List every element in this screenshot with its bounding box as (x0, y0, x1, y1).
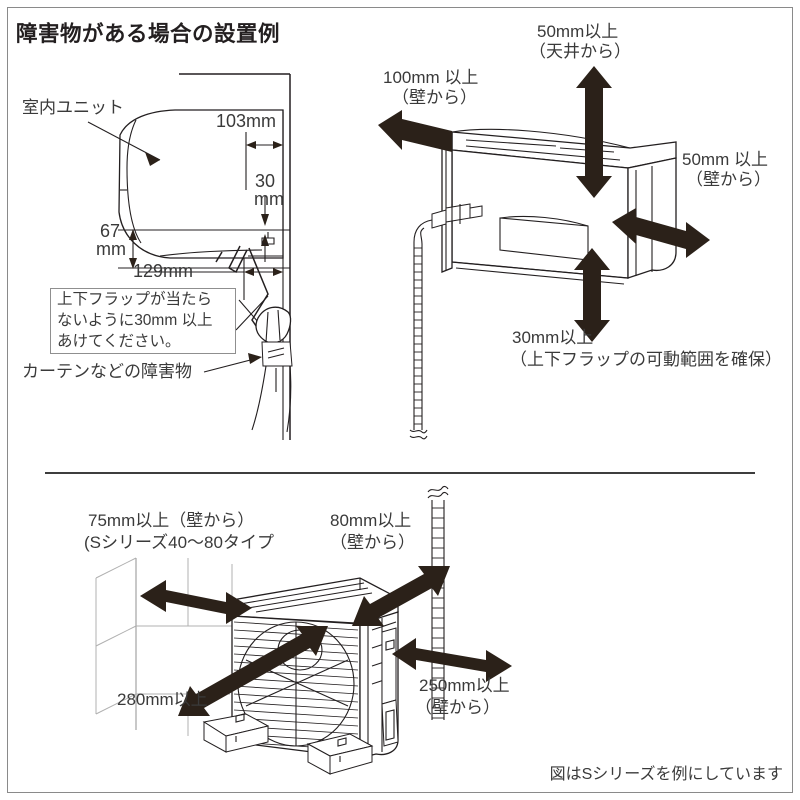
outdoor-right-line1: 80mm以上 (330, 511, 412, 530)
callout-line-1: 上下フラップが当たら (57, 291, 213, 308)
clearance-right-line1: 50mm 以上 (682, 150, 768, 169)
clearance-bottom-line1: 30mm以上 (512, 328, 594, 347)
tl-callout-leader (235, 295, 269, 331)
tl-wall-fittings (248, 232, 283, 257)
label-curtain-obstacle: カーテンなどの障害物 (22, 362, 192, 381)
tr-arrow-left (378, 110, 452, 152)
callout-line-3: あけてください。 (57, 333, 181, 350)
tr-arrow-ceiling (576, 66, 612, 198)
dim-label-30-line2: mm (254, 189, 284, 209)
tl-leader-curtain (203, 353, 262, 373)
outdoor-left-line2: (Sシリーズ40〜80タイプ (84, 533, 274, 552)
dim-label-67-line1: 67 (100, 221, 121, 241)
tr-drain-pipe (409, 190, 483, 440)
dim-129 (138, 258, 283, 300)
callout-line-2: ないように30mm 以上 (57, 312, 213, 329)
tr-arrow-bottom (574, 248, 610, 342)
label-indoor-unit: 室内ユニット (22, 98, 124, 117)
outdoor-rear-line2: （壁から） (415, 698, 500, 717)
dim-label-103: 103mm (216, 111, 277, 131)
section-divider (45, 472, 755, 475)
bd-outdoor-unit (202, 577, 399, 775)
dim-67 (118, 229, 290, 269)
page-title: 障害物がある場合の設置例 (16, 22, 281, 46)
figure-caption: 図はSシリーズを例にしています (549, 766, 783, 783)
dim-label-30-line1: 30 (255, 171, 276, 191)
clearance-right-line2: （壁から） (686, 170, 771, 189)
outdoor-rear-line1: 250mm以上 (419, 676, 510, 695)
dim-label-67-line2: mm (96, 239, 126, 259)
clearance-ceiling-line2: （天井から） (529, 42, 631, 61)
outdoor-front-line1: 280mm以上 (117, 690, 208, 709)
tl-indoor-unit-body (118, 109, 284, 274)
bd-arrow-right-upper (352, 566, 450, 626)
bd-arrow-left (140, 580, 252, 624)
dim-label-129: 129mm (133, 261, 194, 281)
clearance-left-line2: （壁から） (392, 88, 477, 107)
dim-30 (261, 196, 269, 262)
tl-leader-indoor-unit (87, 121, 161, 166)
tr-arrow-right (612, 208, 710, 258)
outdoor-right-line2: （壁から） (330, 533, 415, 552)
tl-curtain-obstacle (238, 247, 293, 433)
callout-box: 上下フラップが当たら ないように30mm 以上 あけてください。 (50, 288, 236, 354)
dim-103 (245, 110, 284, 190)
outdoor-left-line1: 75mm以上（壁から） (88, 511, 255, 530)
clearance-left-line1: 100mm 以上 (383, 68, 479, 87)
clearance-ceiling-line1: 50mm以上 (537, 22, 619, 41)
page-border (7, 7, 793, 793)
clearance-bottom-line2: （上下フラップの可動範囲を確保） (510, 350, 782, 369)
bd-arrow-rear (392, 638, 512, 682)
bd-arrow-front (178, 626, 328, 716)
